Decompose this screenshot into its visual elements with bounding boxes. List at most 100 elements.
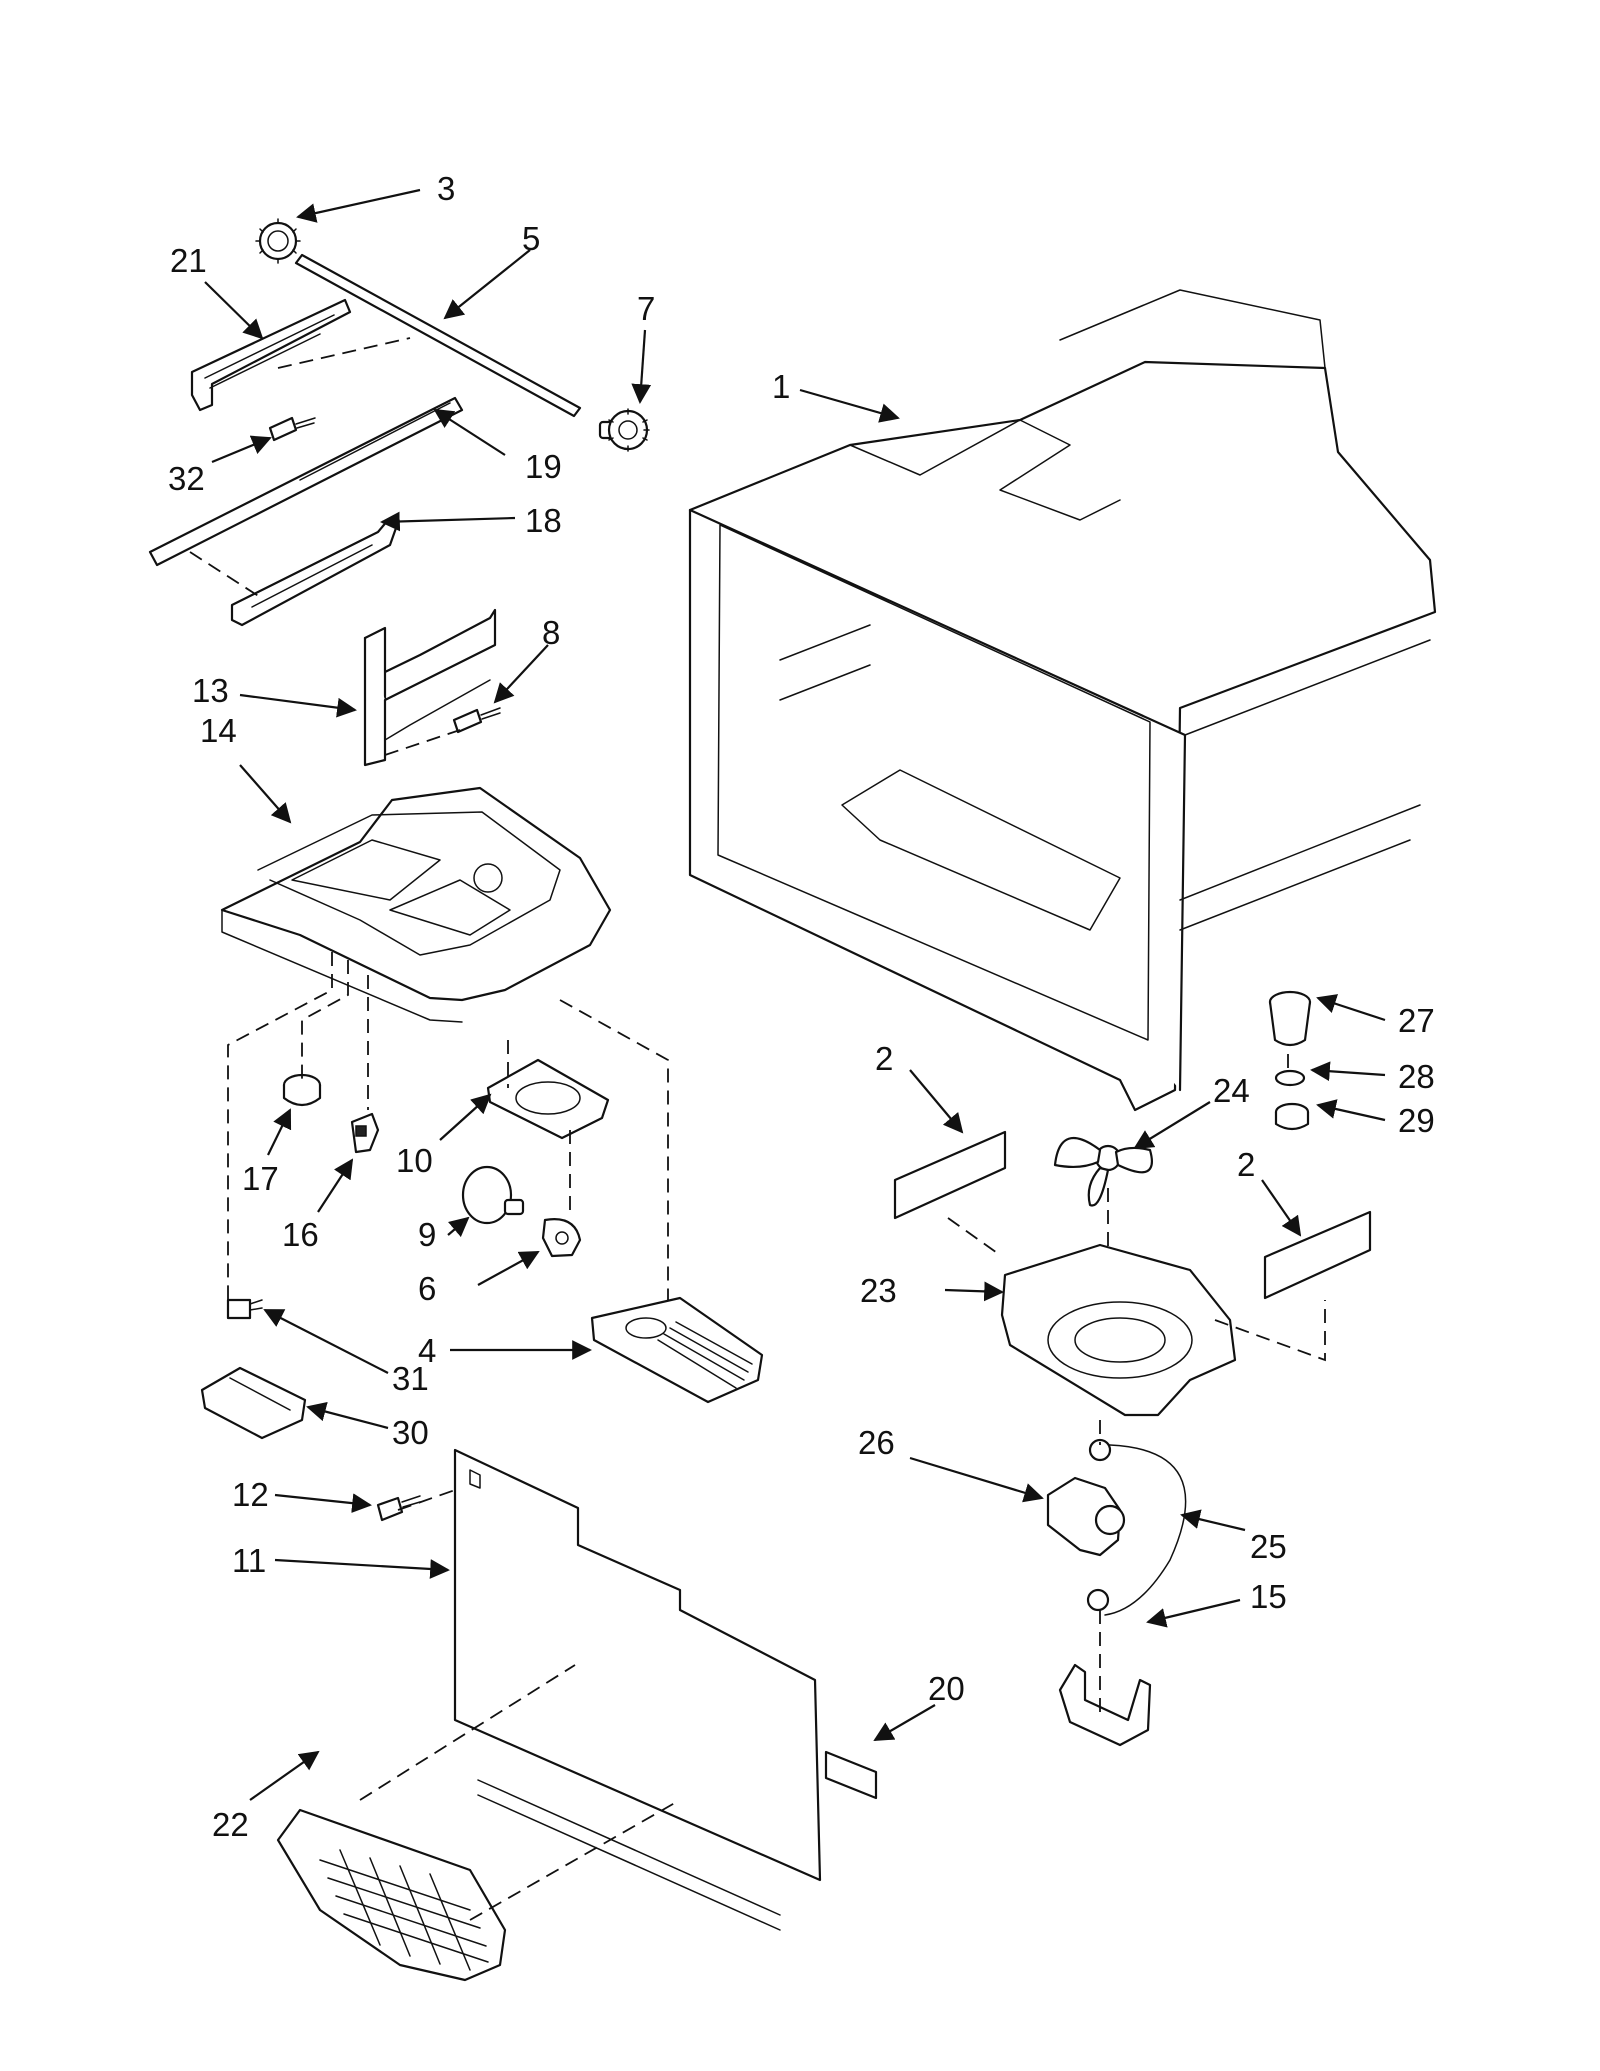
part-grille-22 bbox=[276, 1808, 507, 1982]
leader-6 bbox=[477, 1251, 540, 1286]
part-fan-motor-26 bbox=[1046, 1438, 1126, 1612]
callout-2-left: 2 bbox=[875, 1040, 893, 1077]
leader-8 bbox=[493, 644, 549, 704]
callout-31: 31 bbox=[392, 1360, 429, 1397]
part-light-cover-4 bbox=[590, 1296, 764, 1404]
leader-2b bbox=[1261, 1179, 1302, 1237]
callout-19: 19 bbox=[525, 448, 562, 485]
leader-5 bbox=[443, 249, 531, 320]
callout-26: 26 bbox=[858, 1424, 895, 1461]
callout-16: 16 bbox=[282, 1216, 319, 1253]
part-ice-tray bbox=[220, 786, 612, 1023]
part-knob-17 bbox=[282, 1073, 322, 1107]
leader-2a bbox=[909, 1069, 964, 1134]
part-foam-pad-right bbox=[1263, 1210, 1372, 1300]
callout-25: 25 bbox=[1250, 1528, 1287, 1565]
callout-11: 11 bbox=[232, 1542, 266, 1579]
callout-5: 5 bbox=[522, 220, 540, 257]
callout-1: 1 bbox=[772, 368, 790, 405]
callout-3: 3 bbox=[437, 170, 455, 207]
leader-24 bbox=[1133, 1101, 1211, 1150]
leader-15 bbox=[1146, 1598, 1241, 1628]
part-screw-8 bbox=[452, 707, 501, 734]
callout-28: 28 bbox=[1398, 1058, 1435, 1095]
callout-29: 29 bbox=[1398, 1102, 1435, 1139]
leader-19 bbox=[433, 408, 506, 456]
part-housing-10 bbox=[486, 1058, 610, 1140]
alignment-lines bbox=[189, 337, 1326, 1921]
leader-20 bbox=[873, 1704, 936, 1741]
leader-25 bbox=[1180, 1509, 1246, 1532]
callout-17: 17 bbox=[242, 1160, 279, 1197]
callout-labels: 3 21 5 7 1 32 19 18 8 13 14 27 28 29 2 2… bbox=[168, 170, 1435, 1843]
callout-21: 21 bbox=[170, 242, 207, 279]
leader-17 bbox=[267, 1108, 292, 1156]
part-cup-27 bbox=[1268, 990, 1312, 1047]
leader-32 bbox=[211, 435, 272, 464]
leader-9 bbox=[447, 1216, 470, 1238]
leader-7 bbox=[631, 329, 652, 404]
part-freezer-liner bbox=[688, 289, 1437, 1112]
callout-23: 23 bbox=[860, 1272, 897, 1309]
callout-4: 4 bbox=[418, 1332, 436, 1369]
part-shaft bbox=[294, 253, 582, 418]
leader-26 bbox=[909, 1456, 1044, 1503]
callout-12: 12 bbox=[232, 1476, 269, 1513]
part-screw-32 bbox=[268, 416, 316, 442]
part-screw-12 bbox=[376, 1495, 421, 1522]
leader-10 bbox=[439, 1093, 492, 1141]
callout-9: 9 bbox=[418, 1216, 436, 1253]
callout-18: 18 bbox=[525, 502, 562, 539]
part-rear-panel-11 bbox=[453, 1448, 822, 1931]
part-strip-20 bbox=[824, 1750, 878, 1800]
leader-16 bbox=[317, 1158, 354, 1213]
part-fan-blade-24 bbox=[1053, 1137, 1153, 1207]
part-mounting-bracket bbox=[363, 608, 497, 767]
callout-10: 10 bbox=[396, 1142, 433, 1179]
leader-14 bbox=[239, 764, 292, 824]
leader-23 bbox=[944, 1281, 1004, 1302]
part-motor-bracket-15 bbox=[1058, 1663, 1152, 1747]
part-grommet-29 bbox=[1274, 1102, 1310, 1131]
callout-2-right: 2 bbox=[1237, 1146, 1255, 1183]
part-slide-bracket bbox=[190, 298, 352, 412]
callout-30: 30 bbox=[392, 1414, 429, 1451]
part-wire-harness-25 bbox=[1104, 1444, 1187, 1616]
callout-24: 24 bbox=[1213, 1072, 1250, 1109]
leader-22 bbox=[249, 1750, 320, 1801]
leader-29 bbox=[1316, 1099, 1386, 1122]
leader-18 bbox=[380, 511, 516, 532]
callout-14: 14 bbox=[200, 712, 237, 749]
leader-arrows bbox=[204, 188, 1386, 1801]
part-slide-rail bbox=[148, 396, 464, 567]
leader-3 bbox=[296, 188, 421, 223]
leader-1 bbox=[799, 388, 900, 423]
callout-22: 22 bbox=[212, 1806, 249, 1843]
leader-21 bbox=[204, 281, 264, 340]
callout-32: 32 bbox=[168, 460, 205, 497]
part-switch-housing-30 bbox=[200, 1366, 307, 1440]
callout-15: 15 bbox=[1250, 1578, 1287, 1615]
leader-11 bbox=[274, 1558, 450, 1579]
callout-27: 27 bbox=[1398, 1002, 1435, 1039]
part-gear-top bbox=[255, 218, 301, 264]
part-switch-31 bbox=[226, 1298, 263, 1320]
part-switch-16 bbox=[350, 1112, 380, 1154]
leader-27 bbox=[1316, 994, 1386, 1022]
part-fan-shroud-23 bbox=[1000, 1243, 1237, 1417]
callout-8: 8 bbox=[542, 614, 560, 651]
part-washer-28 bbox=[1274, 1069, 1306, 1087]
callout-7: 7 bbox=[637, 290, 655, 327]
leader-13 bbox=[239, 693, 357, 718]
leader-30 bbox=[306, 1401, 389, 1430]
leader-12 bbox=[274, 1493, 372, 1513]
part-bulb-9 bbox=[461, 1165, 525, 1225]
part-rail-bracket bbox=[230, 518, 398, 627]
part-gear-shaft bbox=[598, 408, 650, 452]
callout-6: 6 bbox=[418, 1270, 436, 1307]
callout-20: 20 bbox=[928, 1670, 965, 1707]
part-socket-6 bbox=[541, 1218, 582, 1258]
part-foam-pad-left bbox=[893, 1130, 1007, 1220]
leader-31 bbox=[263, 1309, 389, 1374]
